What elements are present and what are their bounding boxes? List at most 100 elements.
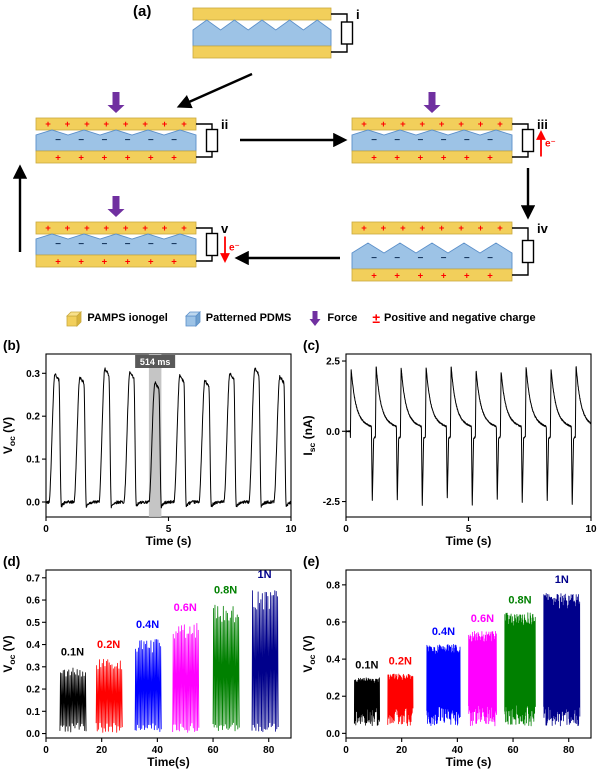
resistor	[205, 232, 219, 257]
minus-charge: −	[417, 135, 423, 146]
minus-charge: −	[464, 253, 470, 264]
ionogel-top-layer	[35, 117, 197, 131]
minus-charge: −	[464, 135, 470, 146]
circuit-wire	[512, 227, 529, 276]
y-tick-label: 0.0	[326, 427, 340, 438]
y-tick-label: 0.7	[26, 573, 40, 584]
transition-arrow	[176, 72, 253, 109]
legend-label-ionogel: PAMPS ionogel	[87, 312, 168, 324]
x-axis-label: Time (s)	[446, 534, 492, 548]
ionogel-top-layer	[192, 7, 332, 21]
x-tick-label: 5	[166, 524, 172, 535]
force-group-label: 0.1N	[61, 647, 84, 659]
plus-charge: +	[171, 257, 177, 268]
force-arrow-head	[107, 105, 125, 113]
minus-charge: −	[78, 239, 84, 250]
minus-charge: −	[55, 135, 61, 146]
minus-charge: −	[417, 253, 423, 264]
pdms-cube-icon	[184, 310, 201, 327]
x-tick-label: 10	[285, 524, 297, 535]
plus-charge: +	[418, 153, 424, 164]
y-tick-label: 0.2	[326, 692, 340, 703]
panel-label: (c)	[303, 338, 320, 353]
circuit-wire	[196, 227, 213, 262]
patterned-pdms-layer	[192, 19, 332, 47]
x-axis-label: Time (s)	[446, 755, 492, 769]
plus-charge: +	[104, 119, 110, 130]
annotation-box	[135, 355, 176, 368]
minus-charge: −	[78, 135, 84, 146]
force-group-trace	[212, 604, 240, 732]
plus-charge: +	[65, 119, 71, 130]
plus-charge: +	[84, 223, 90, 234]
minus-charge: −	[171, 135, 177, 146]
plus-charge: +	[439, 223, 445, 234]
circuit-wire	[196, 123, 213, 158]
plot-frame	[345, 569, 592, 739]
plus-charge: +	[478, 223, 484, 234]
signal-trace	[45, 367, 292, 509]
force-group-label: 0.4N	[136, 619, 159, 631]
y-tick-label: 0.6	[26, 596, 40, 607]
y-tick-label: 0.2	[26, 685, 40, 696]
minus-charge: −	[148, 239, 154, 250]
minus-charge: −	[55, 239, 61, 250]
diagram-legend: PAMPS ionogel Patterned PDMS Force ± Pos…	[0, 303, 600, 333]
plus-charge: +	[441, 153, 447, 164]
legend-label-charge: Positive and negative charge	[384, 312, 536, 324]
minus-charge: −	[371, 253, 377, 264]
ionogel-bottom-layer	[192, 45, 332, 59]
plus-charge: +	[45, 119, 51, 130]
plus-charge: +	[55, 153, 61, 164]
plus-charge: +	[104, 223, 110, 234]
plus-charge: +	[84, 119, 90, 130]
minus-charge: −	[394, 253, 400, 264]
circuit-wire	[331, 13, 348, 53]
x-tick-label: 20	[96, 745, 108, 756]
force-arrow-head	[107, 209, 125, 217]
electron-label: e⁻	[545, 139, 556, 150]
force-group-label: 1N	[258, 569, 272, 581]
force-arrow-icon	[309, 310, 321, 326]
x-tick-label: 80	[263, 745, 275, 756]
y-tick-label: 0.0	[326, 729, 340, 740]
force-group-label: 0.4N	[432, 626, 455, 638]
force-group-label: 0.8N	[508, 594, 531, 606]
x-tick-label: 0	[343, 745, 349, 756]
panel-label: (b)	[3, 338, 20, 353]
x-tick-label: 10	[585, 524, 597, 535]
minus-charge: −	[487, 253, 493, 264]
legend-item-pdms: Patterned PDMS	[183, 310, 291, 327]
device-state-iv: ++++++++−−−−−−++++++iv	[351, 221, 549, 282]
ionogel-top-layer	[351, 117, 513, 131]
force-group-label: 0.1N	[355, 659, 378, 671]
y-tick-label: 0.8	[326, 580, 340, 591]
y-tick-label: 0.6	[326, 617, 340, 628]
plus-charge: +	[171, 153, 177, 164]
y-tick-label: 0.1	[26, 455, 40, 466]
plus-charge: +	[142, 119, 148, 130]
ionogel-cube-icon	[66, 310, 83, 327]
plus-charge: +	[361, 119, 367, 130]
plus-charge: +	[148, 257, 154, 268]
plus-charge: +	[420, 223, 426, 234]
plus-charge: +	[162, 119, 168, 130]
state-label: iv	[537, 221, 549, 236]
x-tick-label: 60	[207, 745, 219, 756]
y-tick-label: 0.4	[326, 655, 340, 666]
plus-charge: +	[78, 257, 84, 268]
plus-charge: +	[361, 223, 367, 234]
x-tick-label: 0	[43, 524, 49, 535]
resistor	[340, 21, 354, 45]
plus-charge: +	[497, 119, 503, 130]
force-arrow	[112, 196, 120, 209]
force-group-trace	[426, 643, 461, 727]
plus-charge: +	[148, 153, 154, 164]
plus-charge: +	[458, 119, 464, 130]
plot-frame	[45, 569, 292, 739]
plus-charge: +	[102, 153, 108, 164]
y-tick-label: 0.3	[26, 662, 40, 673]
plus-charge: +	[45, 223, 51, 234]
plus-charge: +	[478, 119, 484, 130]
